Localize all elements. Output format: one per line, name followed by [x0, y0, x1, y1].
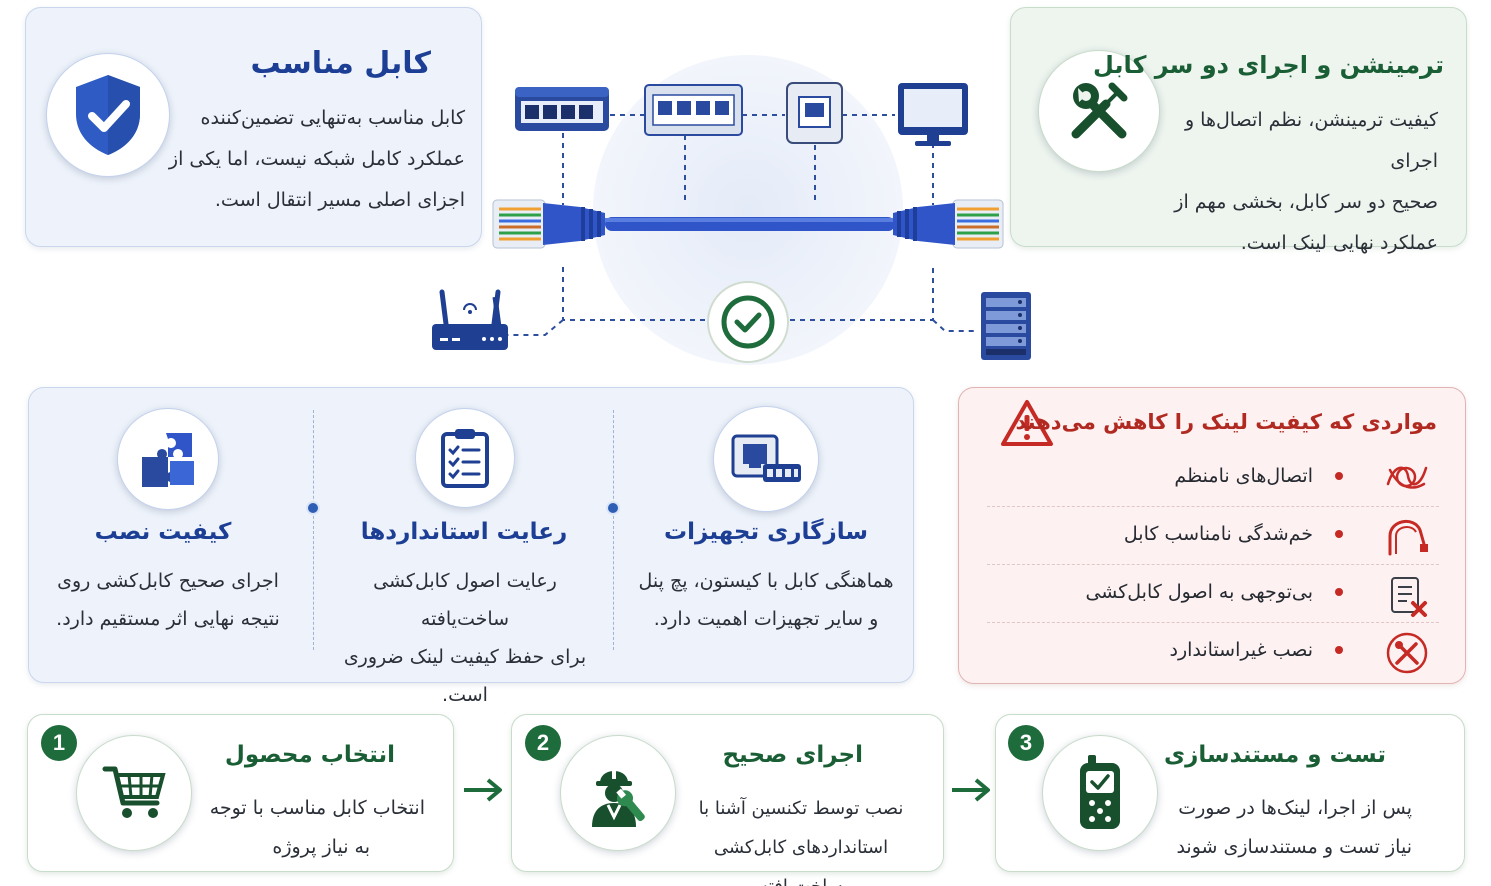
cart-icon [76, 735, 192, 851]
warning-item: اتصال‌های نامنظم [995, 452, 1435, 500]
factors-panel: کیفیت نصب اجرای صحیح کابل‌کشی روی نتیجه … [28, 387, 914, 706]
divider-dot [606, 501, 620, 515]
termination-panel: ترمینشن و اجرای دو سر کابل کیفیت ترمینشن… [1010, 7, 1467, 254]
rj45-right-icon [893, 199, 1004, 249]
suitable-cable-text: کابل مناسب به‌تنهایی تضمین‌کننده عملکرد … [155, 98, 465, 221]
puzzle-icon [117, 408, 219, 510]
text-line: عملکرد کامل شبکه نیست، اما یکی از [168, 148, 465, 170]
step-3-title: تست و مستندسازی [1164, 742, 1386, 768]
separator [987, 622, 1439, 623]
bent-cable-icon [1388, 520, 1428, 556]
termination-text: کیفیت ترمینشن، نظم اتصال‌ها و اجرای صحیح… [1138, 100, 1438, 264]
text-line: پس از اجرا، لینک‌ها در صورت [1178, 797, 1412, 819]
step-card-2: اجرای صحیح نصب توسط تکنسین آشنا با استان… [511, 714, 944, 886]
technician-icon [560, 735, 676, 851]
standards-title: رعایت استانداردها [360, 519, 568, 545]
warning-panel: مواردی که کیفیت لینک را کاهش می‌دهند اتص… [958, 387, 1466, 684]
text-line: کابل مناسب به‌تنهایی تضمین‌کننده [200, 107, 465, 129]
standards-text: رعایت اصول کابل‌کشی ساخت‌یافته برای حفظ … [329, 562, 601, 714]
step-2-number: 2 [525, 725, 561, 761]
separator [987, 506, 1439, 507]
divider [313, 410, 314, 650]
switch-icon [515, 87, 609, 131]
installation-quality-text: اجرای صحیح کابل‌کشی روی نتیجه نهایی اثر … [43, 562, 293, 638]
bullet [1335, 646, 1343, 654]
server-icon [981, 292, 1031, 360]
warning-item: خم‌شدگی نامناسب کابل [995, 510, 1435, 558]
divider [613, 410, 614, 650]
separator [987, 564, 1439, 565]
text-line: نتیجه نهایی اثر مستقیم دارد. [56, 608, 280, 630]
suitable-cable-title: کابل مناسب [250, 46, 431, 81]
arrow-right-icon [464, 778, 502, 802]
text-line: اجزای اصلی مسیر انتقال است. [214, 189, 465, 211]
arrow-right-icon [952, 778, 990, 802]
warning-title: مواردی که کیفیت لینک را کاهش می‌دهند [1015, 410, 1437, 434]
text-line: نصب توسط تکنسین آشنا با [698, 798, 904, 819]
checklist-x-icon [1391, 577, 1427, 617]
network-cable-illustration [492, 55, 1004, 365]
text-line: استانداردهای کابل‌کشی ساخت‌یافته [713, 837, 889, 886]
step-3-number: 3 [1008, 725, 1044, 761]
step-1-number: 1 [41, 725, 77, 761]
warning-label: نصب غیراستاندارد [1169, 639, 1313, 661]
step-card-3: تست و مستندسازی پس از اجرا، لینک‌ها در ص… [995, 714, 1465, 872]
step-2-title: اجرای صحیح [722, 742, 863, 768]
text-line: به نیاز پروژه [272, 836, 370, 858]
step-1-text: انتخاب کابل مناسب با توجه به نیاز پروژه [193, 789, 425, 867]
keystone-icon [786, 82, 843, 144]
router-icon [432, 289, 508, 350]
text-line: هماهنگی کابل با کیستون، پچ پنل [638, 570, 894, 592]
step-card-1: انتخاب محصول انتخاب کابل مناسب با توجه ب… [27, 714, 454, 872]
text-line: اجرای صحیح کابل‌کشی روی [57, 570, 279, 592]
bullet [1335, 472, 1343, 480]
text-line: کیفیت ترمینشن، نظم اتصال‌ها و اجرای [1184, 109, 1438, 172]
patch-panel-icon [713, 406, 819, 512]
divider-dot [306, 501, 320, 515]
warning-item: نصب غیراستاندارد [995, 626, 1435, 674]
text-line: نیاز تست و مستندسازی شوند [1176, 836, 1412, 858]
step-2-text: نصب توسط تکنسین آشنا با استانداردهای کاب… [677, 789, 925, 886]
warning-label: خم‌شدگی نامناسب کابل [1123, 523, 1313, 545]
step-1-title: انتخاب محصول [224, 742, 395, 768]
warning-item: بی‌توجهی به اصول کابل‌کشی [995, 568, 1435, 616]
text-line: رعایت اصول کابل‌کشی ساخت‌یافته [373, 570, 557, 630]
tools-icon [1038, 50, 1160, 172]
bullet [1335, 588, 1343, 596]
checklist-icon [415, 408, 515, 508]
check-circle-icon [707, 281, 789, 363]
shield-check-icon [46, 53, 170, 177]
warning-icon [1001, 400, 1053, 446]
monitor-icon [898, 83, 968, 146]
suitable-cable-panel: کابل مناسب کابل مناسب به‌تنهایی تضمین‌کن… [25, 7, 482, 247]
bullet [1335, 530, 1343, 538]
text-line: صحیح دو سر کابل، بخشی مهم از [1174, 191, 1438, 213]
compatibility-text: هماهنگی کابل با کیستون، پچ پنل و سایر تج… [629, 562, 903, 638]
termination-title: ترمینشن و اجرای دو سر کابل [1093, 51, 1444, 79]
rj45-left-icon [492, 199, 605, 249]
warning-label: بی‌توجهی به اصول کابل‌کشی [1085, 581, 1313, 603]
step-3-text: پس از اجرا، لینک‌ها در صورت نیاز تست و م… [1172, 789, 1412, 867]
compatibility-title: سازگاری تجهیزات [664, 519, 868, 545]
warning-label: اتصال‌های نامنظم [1174, 465, 1313, 487]
text-line: و سایر تجهیزات اهمیت دارد. [653, 608, 879, 630]
tangled-wire-icon [1386, 466, 1428, 489]
text-line: برای حفظ کیفیت لینک ضروری است. [343, 646, 587, 706]
patch-panel-icon [644, 84, 743, 136]
tools-x-icon [1386, 632, 1428, 674]
cable-tester-icon [1042, 735, 1158, 851]
text-line: انتخاب کابل مناسب با توجه [209, 797, 425, 819]
text-line: عملکرد نهایی لینک است. [1240, 232, 1438, 254]
installation-quality-title: کیفیت نصب [94, 519, 232, 545]
